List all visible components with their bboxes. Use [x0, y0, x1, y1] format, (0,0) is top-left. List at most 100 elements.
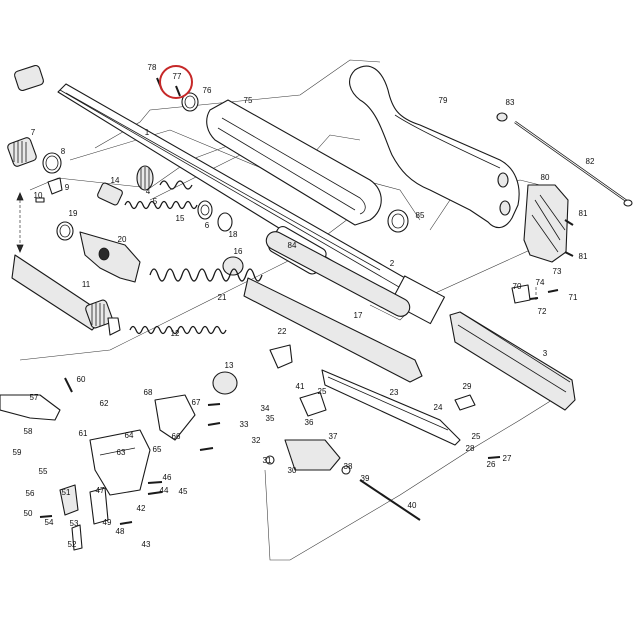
callout-32: 32 [252, 436, 261, 445]
callout-59: 59 [13, 448, 22, 457]
callout-27: 27 [503, 454, 512, 463]
callout-29: 29 [463, 382, 472, 391]
callout-42: 42 [137, 504, 146, 513]
callout-75: 75 [244, 96, 253, 105]
callout-50: 50 [24, 509, 33, 518]
callout-26: 26 [487, 460, 496, 469]
callout-25b: 25 [472, 432, 481, 441]
callout-21: 21 [218, 293, 227, 302]
callout-55: 55 [39, 467, 48, 476]
callout-51: 51 [62, 488, 71, 497]
callout-40: 40 [408, 501, 417, 510]
rods [265, 455, 421, 521]
callout-31: 31 [263, 456, 272, 465]
callout-45: 45 [179, 487, 188, 496]
callout-labels: 78 77 76 75 79 83 1 7 8 9 10 14 4 5 6 18… [13, 63, 595, 549]
callout-77: 77 [173, 72, 182, 81]
callout-53: 53 [70, 519, 79, 528]
callout-58: 58 [24, 427, 33, 436]
callout-65: 65 [153, 445, 162, 454]
forend [206, 99, 382, 226]
callout-79: 79 [439, 96, 448, 105]
callout-52: 52 [68, 540, 77, 549]
trigger-group [0, 394, 196, 525]
callout-70: 70 [513, 282, 522, 291]
buttplate [523, 184, 569, 263]
callout-81b: 81 [579, 252, 588, 261]
callout-73: 73 [553, 267, 562, 276]
callout-60: 60 [77, 375, 86, 384]
callout-71: 71 [569, 293, 578, 302]
gas-system-parts [97, 165, 233, 232]
bolt-carrier [284, 369, 476, 471]
small-rings [156, 65, 409, 233]
callout-82: 82 [586, 157, 595, 166]
small-pins [39, 219, 574, 551]
callout-36: 36 [305, 418, 314, 427]
callout-19: 19 [69, 209, 78, 218]
callout-25a: 25 [318, 387, 327, 396]
callout-46: 46 [163, 473, 172, 482]
magazine-tube [11, 254, 121, 336]
callout-34: 34 [261, 404, 270, 413]
callout-72: 72 [538, 307, 547, 316]
springs [129, 268, 263, 335]
callout-39: 39 [361, 474, 370, 483]
callout-64: 64 [125, 431, 134, 440]
callout-30: 30 [288, 466, 297, 475]
callout-66a: 66 [172, 432, 181, 441]
callout-47: 47 [96, 486, 105, 495]
barrel [14, 64, 446, 325]
callout-33: 33 [240, 420, 249, 429]
callout-49: 49 [103, 518, 112, 527]
callout-68: 68 [144, 388, 153, 397]
callout-17: 17 [354, 311, 363, 320]
callout-2: 2 [390, 259, 395, 268]
callout-41: 41 [296, 382, 305, 391]
callout-67a: 67 [192, 398, 201, 407]
callout-63: 63 [117, 448, 126, 457]
callout-84: 84 [288, 241, 297, 250]
callout-8: 8 [61, 147, 66, 156]
callout-54: 54 [45, 518, 54, 527]
callout-76: 76 [203, 86, 212, 95]
callout-4: 4 [146, 187, 151, 196]
callout-43: 43 [142, 540, 151, 549]
callout-61: 61 [79, 429, 88, 438]
callout-44: 44 [160, 486, 169, 495]
callout-9: 9 [65, 183, 70, 192]
callout-23: 23 [390, 388, 399, 397]
callout-24: 24 [434, 403, 443, 412]
callout-3: 3 [543, 349, 548, 358]
callout-28: 28 [466, 444, 475, 453]
stock-bolt [496, 112, 633, 207]
receiver [449, 311, 576, 411]
callout-81a: 81 [579, 209, 588, 218]
callout-7: 7 [31, 128, 36, 137]
callout-78: 78 [148, 63, 157, 72]
magazine-tube-parts [56, 221, 411, 317]
stock [349, 65, 520, 229]
callout-15: 15 [176, 214, 185, 223]
callout-5: 5 [153, 197, 158, 206]
callout-11: 11 [82, 280, 91, 289]
callout-22: 22 [278, 327, 287, 336]
callout-12: 12 [171, 329, 180, 338]
callout-14: 14 [111, 176, 120, 185]
magazine-cap-group [7, 137, 63, 203]
callout-18: 18 [229, 230, 238, 239]
callout-48: 48 [116, 527, 125, 536]
callout-56: 56 [26, 489, 35, 498]
callout-83: 83 [506, 98, 515, 107]
callout-37: 37 [329, 432, 338, 441]
callout-16: 16 [234, 247, 243, 256]
misc-bushings [212, 277, 423, 395]
callout-85: 85 [416, 211, 425, 220]
highlight-circle [159, 65, 193, 99]
callout-74: 74 [536, 278, 545, 287]
callout-20: 20 [118, 235, 127, 244]
callout-35: 35 [266, 414, 275, 423]
callout-62: 62 [100, 399, 109, 408]
callout-6: 6 [205, 221, 210, 230]
